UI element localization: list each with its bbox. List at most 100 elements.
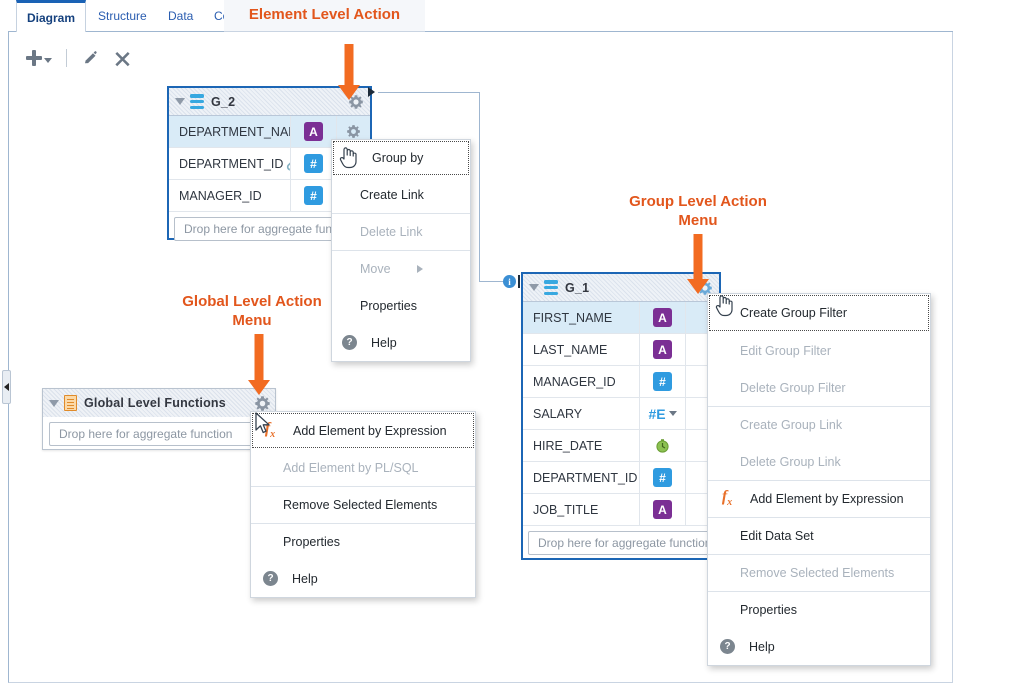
menu-item-help[interactable]: ? Help — [332, 324, 470, 361]
link-arrow-icon — [368, 87, 375, 97]
menu-item-label: Properties — [740, 603, 797, 617]
group-g1-title: G_1 — [565, 280, 590, 295]
gear-icon — [347, 125, 360, 138]
menu-item-edit-data-set[interactable]: Edit Data Set — [708, 517, 930, 554]
annotation-arrow-global-level — [244, 334, 274, 396]
field-gear-cell[interactable] — [685, 430, 719, 461]
menu-item-properties[interactable]: Properties — [708, 591, 930, 628]
canvas-top-border — [8, 31, 953, 32]
table-row[interactable]: DEPARTMENT_ID🔗 # — [523, 462, 719, 494]
field-name: DEPARTMENT_ID — [179, 156, 284, 171]
menu-item-delete-group-link: Delete Group Link — [708, 443, 930, 480]
add-button[interactable] — [22, 46, 56, 70]
field-gear-cell[interactable] — [685, 366, 719, 397]
menu-item-properties[interactable]: Properties — [251, 523, 475, 560]
menu-item-label: Add Element by PL/SQL — [283, 460, 419, 475]
submenu-arrow-icon — [416, 265, 423, 273]
help-icon: ? — [720, 639, 735, 654]
global-level-action-menu[interactable]: fx Add Element by Expression Add Element… — [250, 411, 476, 598]
type-number-icon: # — [653, 468, 672, 487]
field-gear-cell[interactable] — [685, 398, 719, 429]
help-icon: ? — [263, 571, 278, 586]
menu-item-label: Create Group Filter — [740, 306, 847, 320]
tab-structure[interactable]: Structure — [88, 0, 158, 32]
menu-item-group-by[interactable]: Group by — [332, 140, 470, 176]
menu-item-move: Move — [332, 250, 470, 287]
triangle-collapse-icon[interactable] — [49, 399, 59, 407]
table-row[interactable]: MANAGER_ID # — [169, 180, 370, 212]
menu-item-label: Add Element by Expression — [750, 492, 904, 506]
tab-data-label: Data — [168, 9, 194, 23]
annotation-label-line2: Menu — [232, 312, 272, 329]
menu-item-remove-selected-elements: Remove Selected Elements — [708, 554, 930, 591]
table-row[interactable]: FIRST_NAME A — [523, 302, 719, 334]
element-level-action-menu[interactable]: Group by Create Link Delete Link Move Pr… — [331, 139, 471, 362]
tab-diagram[interactable]: Diagram — [16, 0, 86, 32]
aggregate-dropzone[interactable]: Drop here for aggregate function — [49, 422, 269, 446]
group-g2-header[interactable]: G_2 — [169, 88, 370, 116]
field-name-wrap: DEPARTMENT_ID🔗 — [523, 471, 639, 485]
menu-item-label: Delete Group Link — [740, 454, 841, 469]
type-string-icon: A — [304, 122, 323, 141]
tab-structure-label: Structure — [98, 9, 147, 23]
delete-button[interactable] — [109, 46, 135, 70]
aggregate-dropzone[interactable]: Drop here for aggregate function — [528, 531, 714, 555]
annotation-backdrop-element-level — [224, 0, 425, 32]
field-name: HIRE_DATE — [533, 438, 603, 453]
field-name: SALARY — [533, 406, 583, 421]
menu-item-create-group-filter[interactable]: Create Group Filter — [708, 294, 930, 332]
field-type-cell: A — [639, 494, 685, 525]
menu-item-create-link[interactable]: Create Link — [332, 176, 470, 213]
info-icon[interactable]: i — [503, 275, 516, 288]
menu-item-label: Remove Selected Elements — [740, 566, 895, 580]
connector-end-tick — [518, 275, 520, 288]
type-string-icon: A — [653, 500, 672, 519]
type-string-icon: A — [653, 308, 672, 327]
plus-icon — [26, 50, 42, 66]
group-box-g1[interactable]: G_1 FIRST_NAME A LAST_NAME A MANAGER_ — [521, 272, 721, 560]
global-functions-header[interactable]: Global Level Functions — [43, 389, 275, 417]
field-gear-cell[interactable] — [336, 116, 370, 147]
group-level-action-menu[interactable]: Create Group Filter Edit Group Filter De… — [707, 293, 931, 666]
table-row[interactable]: JOB_TITLE A — [523, 494, 719, 526]
field-gear-cell[interactable] — [685, 462, 719, 493]
toolbar-divider — [66, 49, 67, 67]
field-name: DEPARTMENT_ID — [533, 470, 638, 485]
menu-item-remove-selected-elements[interactable]: Remove Selected Elements — [251, 486, 475, 523]
global-level-functions-box[interactable]: Global Level Functions Drop here for agg… — [42, 388, 276, 450]
menu-item-label: Delete Group Filter — [740, 380, 846, 395]
edit-button[interactable] — [77, 46, 103, 70]
table-row[interactable]: LAST_NAME A — [523, 334, 719, 366]
menu-item-add-element-by-expression[interactable]: fx Add Element by Expression — [251, 412, 475, 449]
menu-item-label: Help — [371, 335, 397, 350]
field-gear-cell[interactable] — [685, 494, 719, 525]
menu-item-help[interactable]: ? Help — [708, 628, 930, 665]
type-number-icon: # — [304, 186, 323, 205]
menu-item-label: Help — [292, 571, 318, 586]
connector-line-vertical — [479, 92, 480, 282]
field-gear-cell[interactable] — [685, 302, 719, 333]
panel-collapse-handle[interactable] — [2, 370, 11, 404]
chevron-down-icon[interactable] — [668, 411, 677, 416]
menu-item-edit-group-filter: Edit Group Filter — [708, 332, 930, 369]
triangle-collapse-icon[interactable] — [529, 284, 539, 291]
triangle-collapse-icon[interactable] — [175, 98, 185, 105]
table-row[interactable]: MANAGER_ID # — [523, 366, 719, 398]
table-row[interactable]: HIRE_DATE — [523, 430, 719, 462]
annotation-label-line1: Group Level Action — [629, 193, 767, 210]
menu-item-properties[interactable]: Properties — [332, 287, 470, 324]
field-gear-cell[interactable] — [685, 334, 719, 365]
annotation-group-level-action: Group Level Action Menu — [598, 192, 798, 230]
table-row[interactable]: SALARY #E — [523, 398, 719, 430]
field-type-cell: # — [639, 462, 685, 493]
triangle-left-icon — [4, 383, 9, 391]
group-g2-title: G_2 — [211, 94, 236, 109]
tab-data[interactable]: Data — [158, 0, 204, 32]
global-functions-gear-icon[interactable] — [254, 395, 270, 411]
menu-item-add-element-by-expression[interactable]: fx Add Element by Expression — [708, 480, 930, 517]
connector-line-bottom — [479, 281, 507, 282]
type-string-icon: A — [653, 340, 672, 359]
table-row[interactable]: DEPARTMENT_ID🔗 # — [169, 148, 370, 180]
menu-item-help[interactable]: ? Help — [251, 560, 475, 597]
menu-item-add-element-by-plsql: Add Element by PL/SQL — [251, 449, 475, 486]
